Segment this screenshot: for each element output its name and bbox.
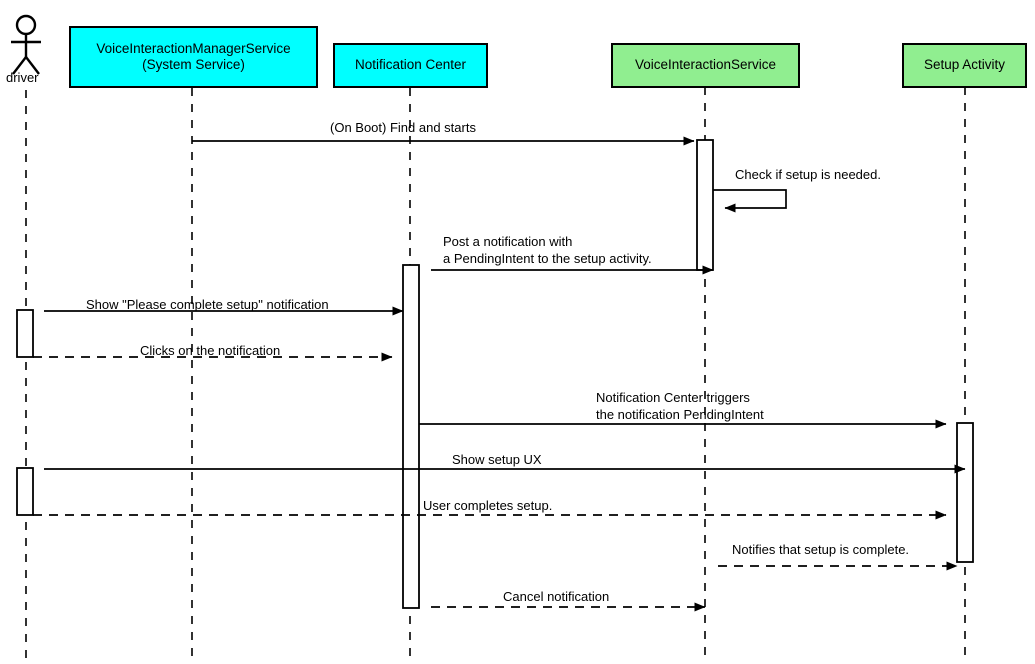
activation-driver-1: [16, 309, 34, 358]
message-label-m10: Cancel notification: [503, 589, 610, 604]
activation-notification-center-1: [402, 264, 420, 609]
actor-driver-icon: [11, 14, 41, 75]
message-label-m3-line1: Post a notification with: [443, 234, 573, 249]
participant-label-driver: driver: [6, 70, 39, 85]
message-label-m9: Notifies that setup is complete.: [732, 542, 910, 557]
activation-setup-activity-1: [956, 422, 974, 563]
participant-label-notification-center: Notification Center: [354, 57, 467, 73]
participant-box-vims[interactable]: VoiceInteractionManagerService (System S…: [69, 26, 318, 88]
message-label-m4: Show "Please complete setup" notificatio…: [86, 297, 329, 312]
message-label-m6-line2: the notification PendingIntent: [596, 407, 764, 422]
message-label-m6-line1: Notification Center triggers: [596, 390, 750, 405]
participant-box-notification-center[interactable]: Notification Center: [333, 43, 488, 88]
message-label-m1: (On Boot) Find and starts: [330, 120, 476, 135]
message-label-m3-line2: a PendingIntent to the setup activity.: [443, 251, 652, 266]
participant-label-setup-activity: Setup Activity: [923, 57, 1006, 73]
message-label-m8: User completes setup.: [423, 498, 553, 513]
message-label-m2: Check if setup is needed.: [735, 167, 881, 182]
activation-voice-interaction-service-1: [696, 139, 714, 271]
participant-box-setup-activity[interactable]: Setup Activity: [902, 43, 1027, 88]
participant-label-voice-interaction-service: VoiceInteractionService: [634, 57, 777, 73]
activation-driver-2: [16, 467, 34, 516]
activation-bars: [16, 139, 974, 609]
message-label-m5: Clicks on the notification: [140, 343, 281, 358]
participant-label-vims-line1: VoiceInteractionManagerService: [96, 40, 291, 56]
message-arrow-m2: [713, 189, 787, 213]
message-label-m7: Show setup UX: [452, 452, 542, 467]
participant-label-vims-line2: (System Service): [142, 57, 245, 72]
participant-box-voice-interaction-service[interactable]: VoiceInteractionService: [611, 43, 800, 88]
